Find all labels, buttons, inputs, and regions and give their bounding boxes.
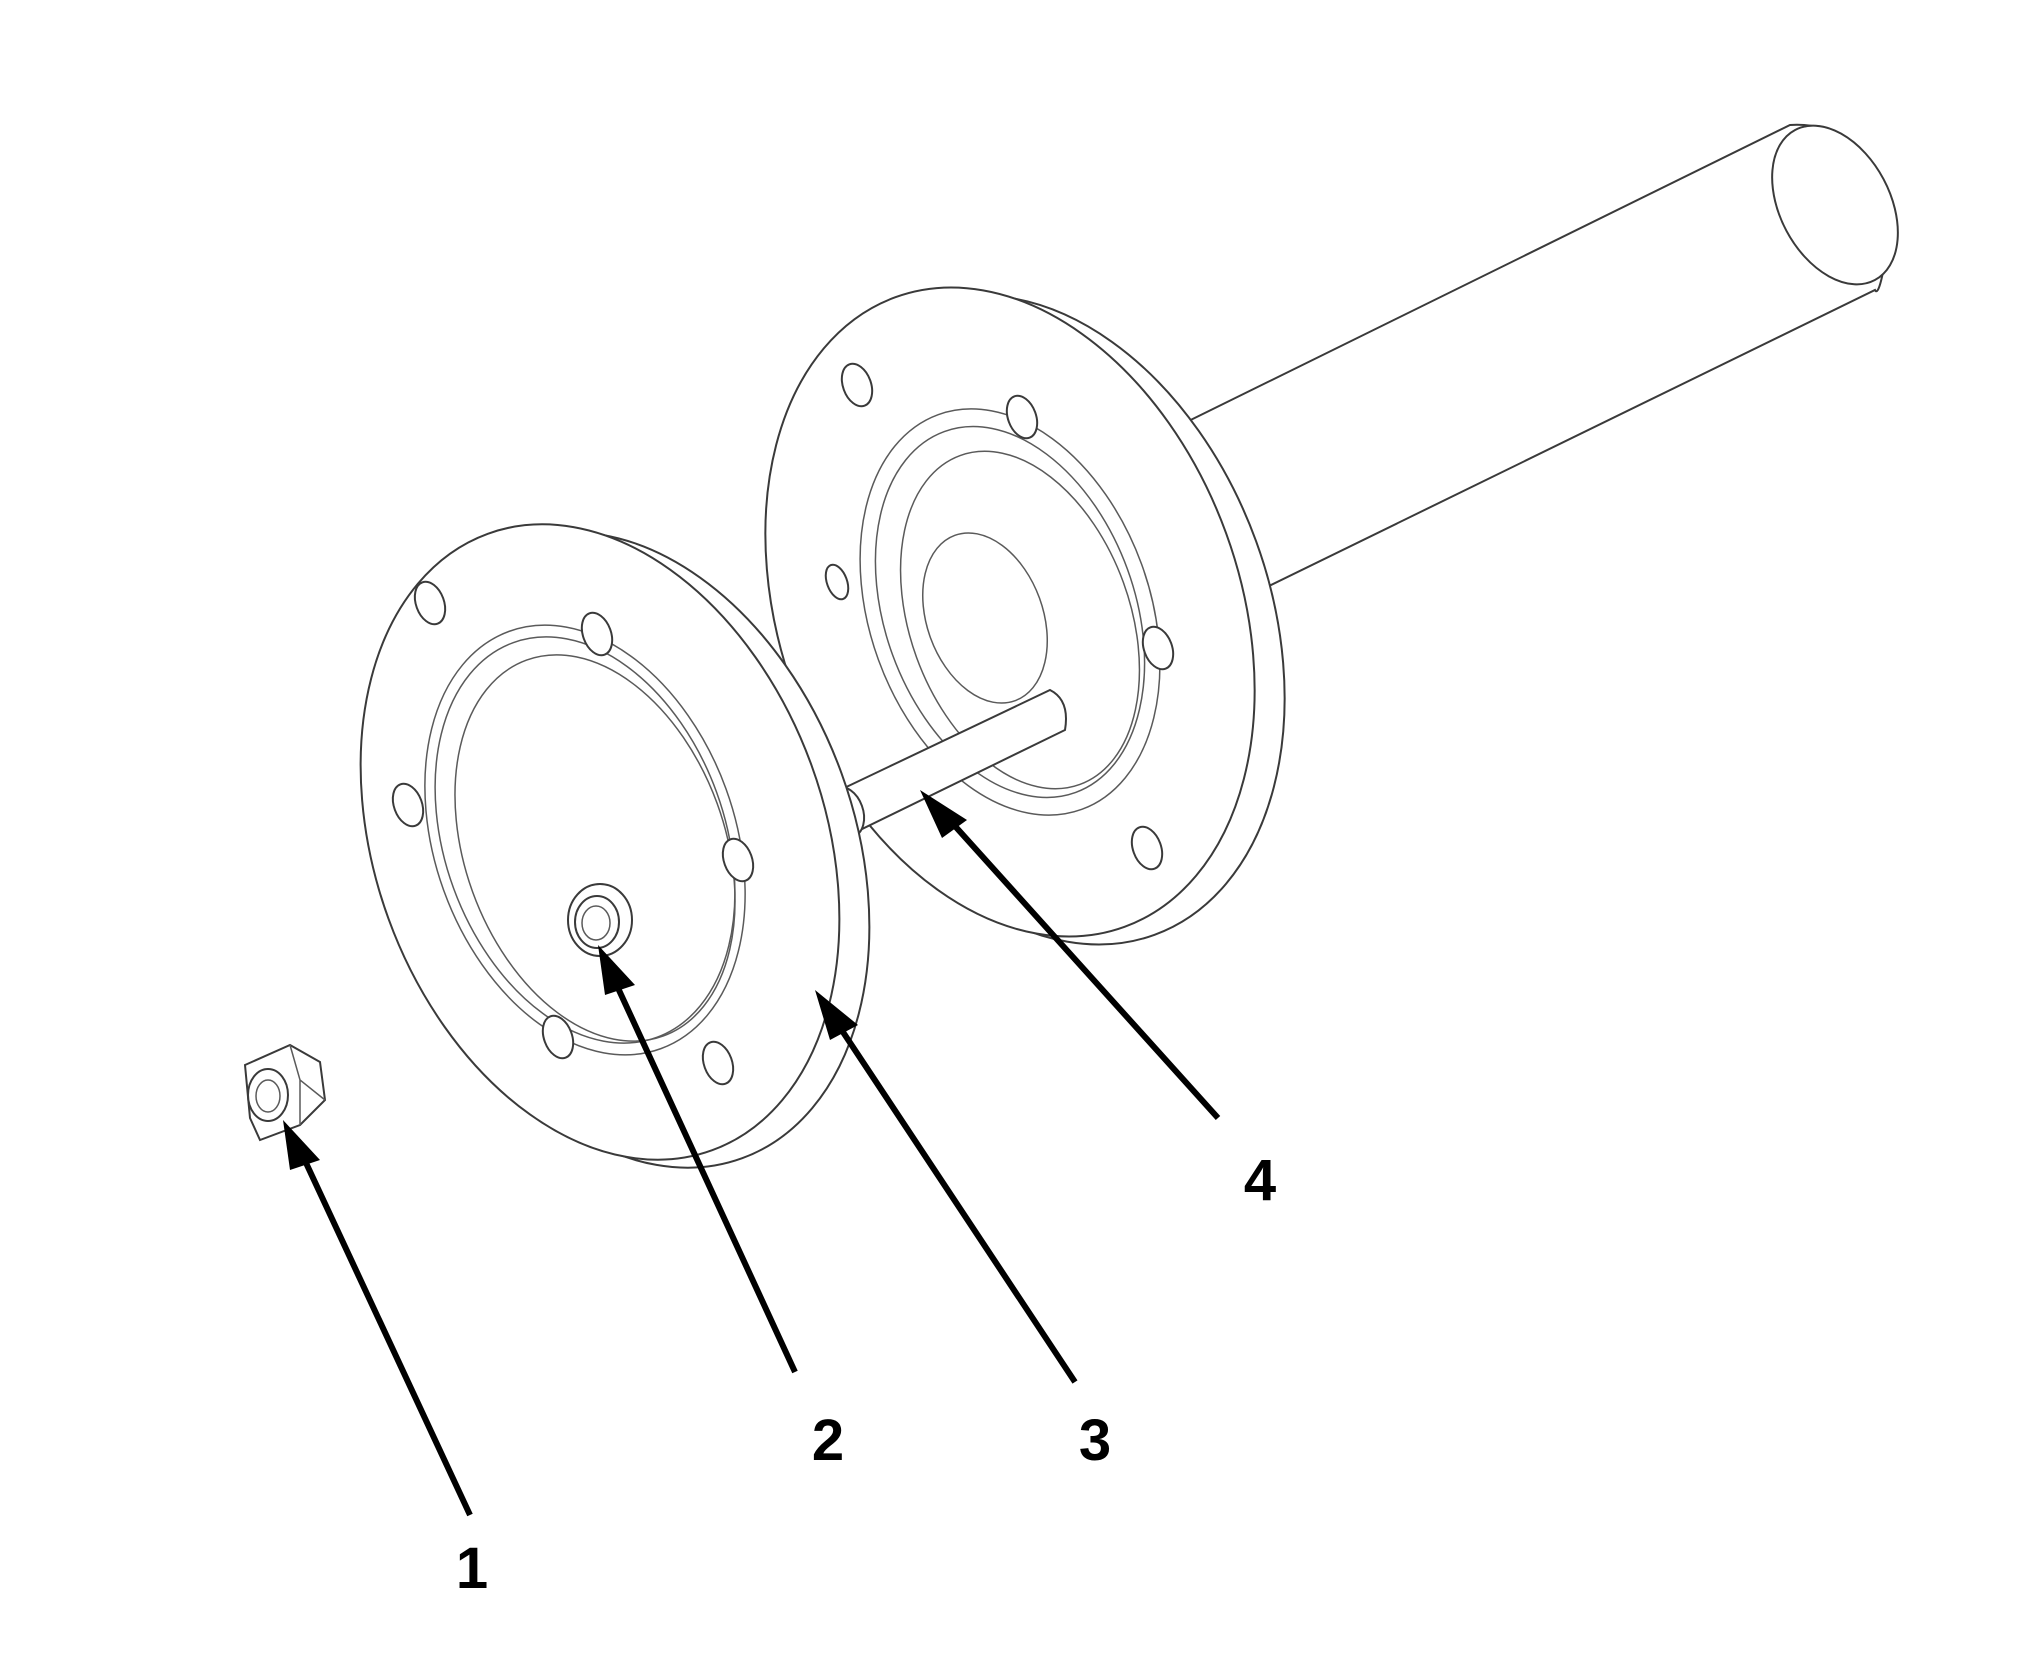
front-flange-bolt-hole	[701, 1040, 735, 1086]
front-flange	[359, 523, 871, 1169]
leader-line-1	[283, 1120, 473, 1517]
rear-flange-bolt-hole	[1005, 394, 1039, 440]
front-flange-bolt-hole	[541, 1014, 575, 1060]
leader-line-4	[920, 790, 1221, 1121]
rear-flange-bolt-hole	[1130, 825, 1164, 871]
front-flange-bolt-hole	[413, 580, 447, 626]
rear-flange-bolt-hole	[824, 563, 850, 601]
hex-nut	[243, 1043, 327, 1142]
callout-label-1: 1	[456, 1536, 488, 1601]
center-fitting	[567, 883, 633, 957]
front-flange-bolt-hole	[580, 611, 614, 657]
callout-label-3: 3	[1079, 1408, 1111, 1473]
rear-flange-bolt-hole	[1141, 625, 1175, 671]
callout-label-4: 4	[1244, 1148, 1276, 1213]
front-flange-bolt-hole	[721, 837, 755, 883]
front-flange-bolt-hole	[391, 782, 425, 828]
leader-line-3	[815, 990, 1078, 1384]
leader-line-2	[598, 945, 798, 1374]
rear-flange-bolt-hole	[840, 362, 874, 408]
callout-label-2: 2	[812, 1408, 844, 1473]
pipe	[1148, 123, 1899, 607]
